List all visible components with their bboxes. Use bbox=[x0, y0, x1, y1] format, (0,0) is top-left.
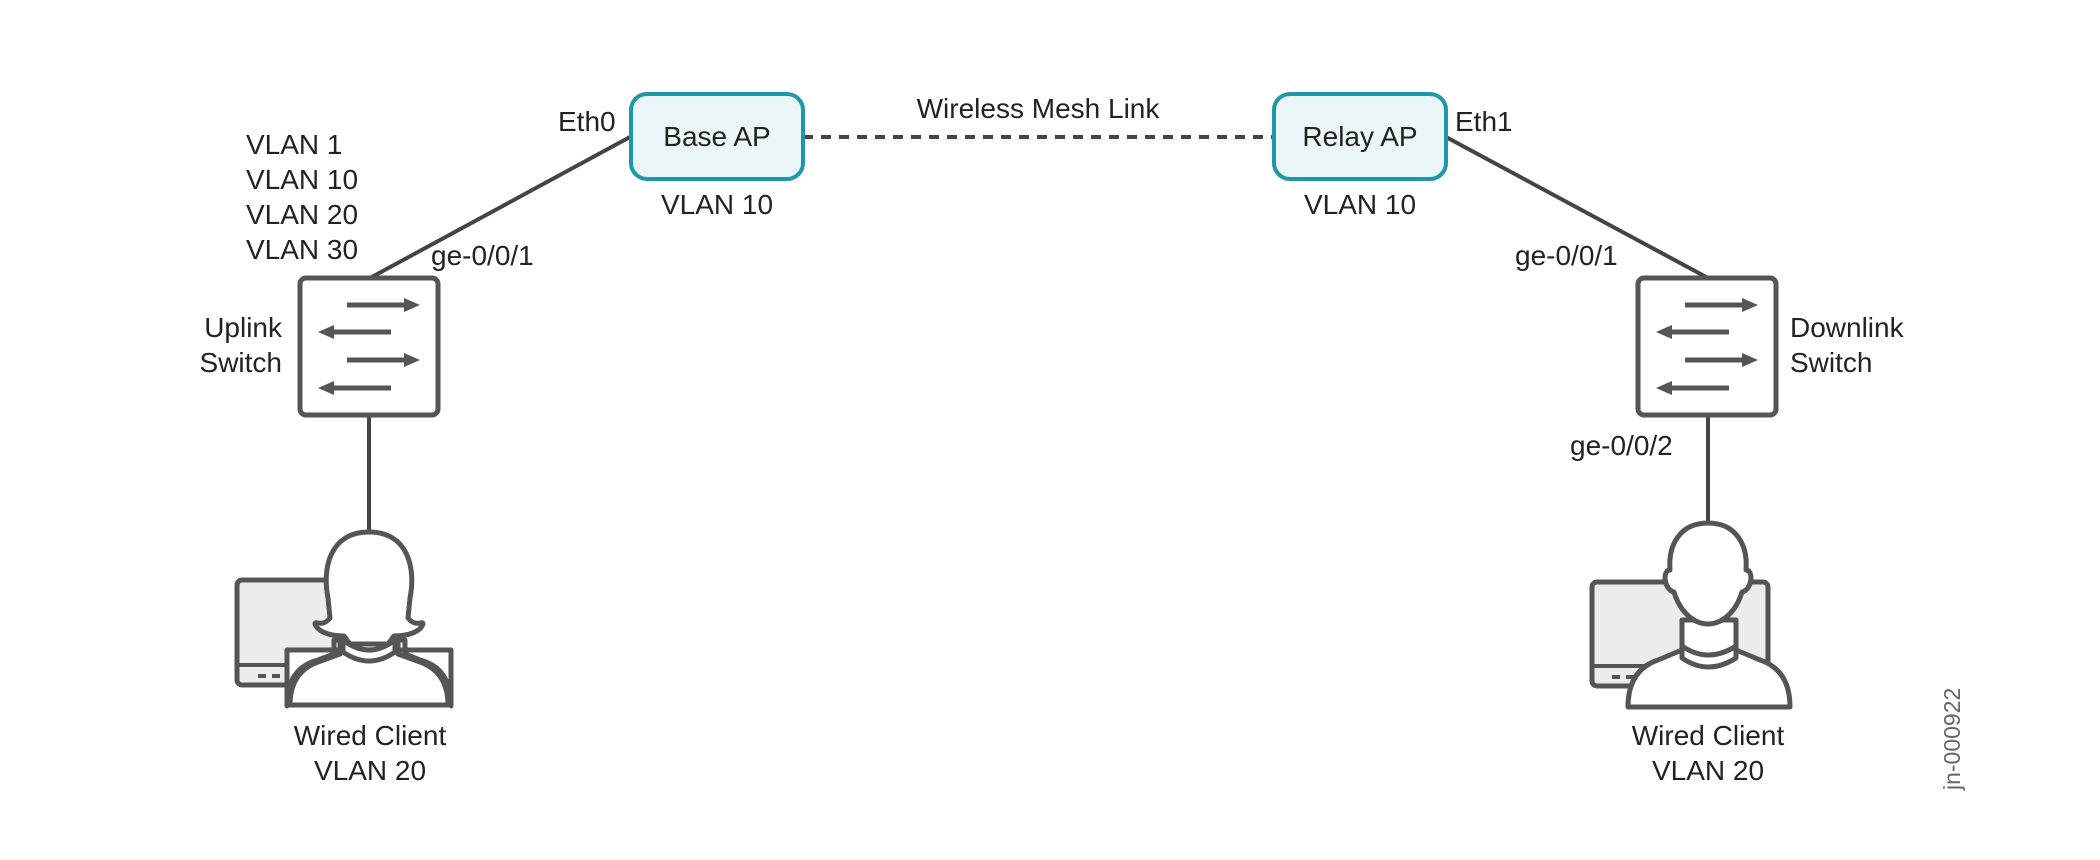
base-ap-label: Base AP bbox=[663, 121, 770, 152]
uplink-switch-label-line1: Uplink bbox=[204, 312, 283, 343]
relay-ap-to-downlink-link bbox=[1445, 135, 1709, 280]
left-client-icon[interactable] bbox=[234, 529, 454, 709]
downlink-switch-box bbox=[1635, 275, 1779, 418]
relay-ap-label: Relay AP bbox=[1302, 121, 1417, 152]
relay-ap[interactable]: Relay AP bbox=[1272, 92, 1448, 181]
uplink-switch-box bbox=[297, 275, 441, 418]
relay-ap-vlan: VLAN 10 bbox=[1304, 189, 1416, 220]
figure-id: jn-000922 bbox=[1939, 688, 1965, 791]
base-ap-port: Eth0 bbox=[558, 106, 616, 137]
downlink-switch-label-line2: Switch bbox=[1790, 347, 1872, 378]
relay-ap-port: Eth1 bbox=[1455, 106, 1513, 137]
right-client-label-line1: Wired Client bbox=[1632, 720, 1785, 751]
relay-ap-box bbox=[1272, 92, 1448, 181]
uplink-vlan-20: VLAN 20 bbox=[246, 199, 358, 230]
wireless-mesh-link-label: Wireless Mesh Link bbox=[917, 93, 1161, 124]
downlink-switch-icon[interactable] bbox=[1635, 275, 1779, 418]
uplink-to-base-ap-link bbox=[369, 135, 631, 280]
uplink-switch-icon[interactable] bbox=[297, 275, 441, 418]
uplink-vlan-1: VLAN 1 bbox=[246, 129, 343, 160]
base-ap[interactable]: Base AP bbox=[629, 92, 805, 181]
uplink-vlan-30: VLAN 30 bbox=[246, 234, 358, 265]
base-ap-vlan: VLAN 10 bbox=[661, 189, 773, 220]
person-icon bbox=[284, 529, 454, 709]
left-client-label-line2: VLAN 20 bbox=[314, 755, 426, 786]
right-client-icon[interactable] bbox=[1589, 520, 1793, 710]
uplink-switch-port: ge-0/0/1 bbox=[431, 240, 534, 271]
downlink-switch-port-up: ge-0/0/1 bbox=[1515, 240, 1618, 271]
downlink-switch-port-down: ge-0/0/2 bbox=[1570, 430, 1673, 461]
base-ap-box bbox=[629, 92, 805, 181]
uplink-vlan-10: VLAN 10 bbox=[246, 164, 358, 195]
uplink-switch-label-line2: Switch bbox=[200, 347, 282, 378]
downlink-switch-label-line1: Downlink bbox=[1790, 312, 1905, 343]
right-client-label-line2: VLAN 20 bbox=[1652, 755, 1764, 786]
person-icon bbox=[1625, 520, 1793, 710]
left-client-label-line1: Wired Client bbox=[294, 720, 447, 751]
